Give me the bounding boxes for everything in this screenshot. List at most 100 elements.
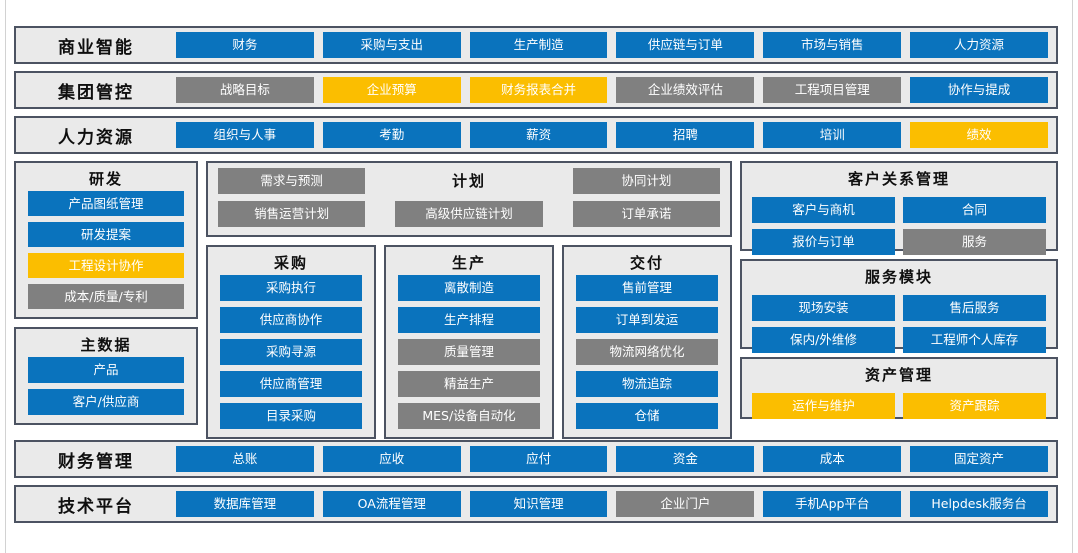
module-chip[interactable]: 仓储: [576, 403, 718, 429]
module-chip[interactable]: 培训: [763, 122, 902, 148]
module-chip[interactable]: 财务: [176, 32, 314, 58]
band-label: 财务管理: [58, 451, 134, 472]
module-chip[interactable]: 售后服务: [903, 295, 1046, 321]
band-label: 集团管控: [58, 82, 134, 103]
module-chip[interactable]: 保内/外维修: [752, 327, 895, 353]
module-chip[interactable]: 成本: [763, 446, 902, 472]
module-chip[interactable]: 工程师个人库存: [903, 327, 1046, 353]
band-items: 组织与人事 考勤 薪资 招聘 培训 绩效: [176, 122, 1056, 148]
group-master-data: 主数据 产品 客户/供应商: [14, 327, 198, 425]
module-chip[interactable]: 企业预算: [322, 77, 461, 103]
module-chip[interactable]: 战略目标: [176, 77, 314, 103]
center-column: 计划 需求与预测 协同计划 销售运营计划 高级供应链计划 订单承诺 采购 采购执…: [206, 161, 732, 439]
group-title: 客户关系管理: [847, 170, 950, 188]
module-chip[interactable]: 薪资: [469, 122, 608, 148]
module-chip[interactable]: 订单承诺: [572, 201, 720, 227]
group-title: 交付: [629, 254, 664, 272]
module-chip[interactable]: 合同: [903, 197, 1046, 223]
band-label: 技术平台: [58, 496, 134, 517]
group-rnd: 研发 产品图纸管理 研发提案 工程设计协作 成本/质量/专利: [14, 161, 198, 319]
module-chip[interactable]: 应付: [469, 446, 608, 472]
module-chip[interactable]: MES/设备自动化: [398, 403, 540, 429]
module-chip[interactable]: 数据库管理: [176, 491, 314, 517]
group-procurement: 采购 采购执行 供应商协作 采购寻源 供应商管理 目录采购: [206, 245, 376, 439]
module-chip[interactable]: 市场与销售: [763, 32, 902, 58]
band-financial-management: 财务管理 总账 应收 应付 资金 成本 固定资产: [14, 440, 1058, 478]
module-chip[interactable]: 供应链与订单: [616, 32, 755, 58]
module-chip[interactable]: 协同计划: [572, 168, 720, 194]
module-chip[interactable]: 企业门户: [616, 491, 755, 517]
middle-region: 研发 产品图纸管理 研发提案 工程设计协作 成本/质量/专利 主数据 产品 客户…: [14, 161, 1058, 439]
band-label: 商业智能: [58, 37, 134, 58]
module-chip[interactable]: 资金: [616, 446, 755, 472]
module-chip[interactable]: 总账: [176, 446, 314, 472]
module-chip[interactable]: 订单到发运: [576, 307, 718, 333]
module-chip[interactable]: 资产跟踪: [903, 393, 1046, 419]
module-chip[interactable]: 现场安装: [752, 295, 895, 321]
module-chip[interactable]: 产品: [28, 357, 184, 383]
module-chip[interactable]: 供应商协作: [220, 307, 362, 333]
group-title: 生产: [451, 254, 486, 272]
module-chip[interactable]: 物流网络优化: [576, 339, 718, 365]
band-business-intelligence: 商业智能 财务 采购与支出 生产制造 供应链与订单 市场与销售 人力资源: [14, 26, 1058, 64]
band-items: 总账 应收 应付 资金 成本 固定资产: [176, 446, 1056, 472]
group-delivery: 交付 售前管理 订单到发运 物流网络优化 物流追踪 仓储: [562, 245, 732, 439]
module-chip[interactable]: 报价与订单: [752, 229, 895, 255]
module-chip[interactable]: 离散制造: [398, 275, 540, 301]
module-chip[interactable]: 运作与维护: [752, 393, 895, 419]
group-service: 服务模块 现场安装 售后服务 保内/外维修 工程师个人库存: [740, 259, 1058, 353]
left-column: 研发 产品图纸管理 研发提案 工程设计协作 成本/质量/专利 主数据 产品 客户…: [14, 161, 198, 433]
group-asset: 资产管理 运作与维护 资产跟踪: [740, 357, 1058, 419]
module-chip[interactable]: 需求与预测: [218, 168, 366, 194]
module-chip[interactable]: 工程项目管理: [763, 77, 902, 103]
group-crm: 客户关系管理 客户与商机 合同 报价与订单 服务: [740, 161, 1058, 255]
module-chip[interactable]: 固定资产: [910, 446, 1048, 472]
module-chip[interactable]: 财务报表合并: [469, 77, 608, 103]
module-chip[interactable]: 物流追踪: [576, 371, 718, 397]
module-chip[interactable]: OA流程管理: [322, 491, 461, 517]
module-chip[interactable]: 生产制造: [469, 32, 608, 58]
group-title: 计划: [451, 171, 486, 190]
module-chip[interactable]: 招聘: [616, 122, 755, 148]
module-chip[interactable]: 知识管理: [469, 491, 608, 517]
band-group-control: 集团管控 战略目标 企业预算 财务报表合并 企业绩效评估 工程项目管理 协作与提…: [14, 71, 1058, 109]
module-chip[interactable]: 客户/供应商: [28, 389, 184, 415]
group-production: 生产 离散制造 生产排程 质量管理 精益生产 MES/设备自动化: [384, 245, 554, 439]
module-chip[interactable]: 采购与支出: [322, 32, 461, 58]
module-chip[interactable]: 手机App平台: [763, 491, 902, 517]
module-chip[interactable]: 考勤: [322, 122, 461, 148]
module-chip[interactable]: 协作与提成: [910, 77, 1048, 103]
right-column: 客户关系管理 客户与商机 合同 报价与订单 服务 服务模块 现场安装 售后服务 …: [740, 161, 1058, 433]
module-chip[interactable]: 生产排程: [398, 307, 540, 333]
page-right-rule: [1072, 0, 1073, 553]
module-chip[interactable]: 高级供应链计划: [395, 201, 543, 227]
module-chip[interactable]: 产品图纸管理: [28, 191, 184, 216]
module-chip[interactable]: 成本/质量/专利: [28, 284, 184, 309]
group-title: 研发: [88, 170, 123, 188]
group-title: 主数据: [80, 336, 132, 354]
module-chip[interactable]: 研发提案: [28, 222, 184, 247]
module-chip[interactable]: 采购寻源: [220, 339, 362, 365]
module-chip[interactable]: 绩效: [910, 122, 1048, 148]
module-chip[interactable]: 服务: [903, 229, 1046, 255]
group-title: 资产管理: [864, 366, 933, 384]
module-chip[interactable]: 销售运营计划: [218, 201, 366, 227]
module-chip[interactable]: 精益生产: [398, 371, 540, 397]
module-chip[interactable]: 目录采购: [220, 403, 362, 429]
module-chip[interactable]: 组织与人事: [176, 122, 314, 148]
module-chip[interactable]: 采购执行: [220, 275, 362, 301]
module-chip[interactable]: 人力资源: [910, 32, 1048, 58]
module-chip[interactable]: 供应商管理: [220, 371, 362, 397]
band-items: 数据库管理 OA流程管理 知识管理 企业门户 手机App平台 Helpdesk服…: [176, 491, 1056, 517]
band-items: 财务 采购与支出 生产制造 供应链与订单 市场与销售 人力资源: [176, 32, 1056, 58]
module-chip[interactable]: 工程设计协作: [28, 253, 184, 278]
enterprise-architecture-map: 商业智能 财务 采购与支出 生产制造 供应链与订单 市场与销售 人力资源 集团管…: [14, 26, 1058, 526]
module-chip[interactable]: 应收: [322, 446, 461, 472]
module-chip[interactable]: Helpdesk服务台: [910, 491, 1048, 517]
module-chip[interactable]: 客户与商机: [752, 197, 895, 223]
group-title: 服务模块: [864, 268, 933, 286]
module-chip[interactable]: 企业绩效评估: [616, 77, 755, 103]
module-chip[interactable]: 质量管理: [398, 339, 540, 365]
module-chip[interactable]: 售前管理: [576, 275, 718, 301]
group-title: 采购: [273, 254, 308, 272]
